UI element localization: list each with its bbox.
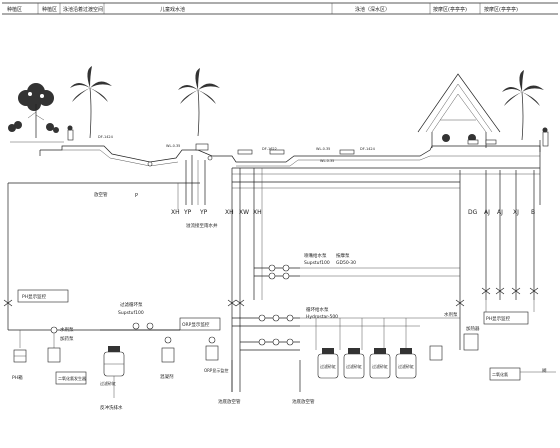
filter-tank-icon: 过滤砂缸 [395, 348, 417, 379]
chlorinator-box: 二氧化氯发生器 [55, 371, 87, 385]
pump-icon [132, 322, 154, 330]
orp-monitor-box: ORP显示监控 [179, 317, 221, 331]
ph-monitor-box [17, 289, 69, 303]
backwash-drain-label: 反冲洗排水 [100, 404, 123, 411]
pump-icon [258, 314, 294, 346]
doser-label: 加药泵 [60, 335, 74, 342]
bottom-right-label: 阀 [542, 367, 547, 374]
level-label: DF-1424 [98, 135, 114, 139]
filter-pump-title: 过滤循环泵 [120, 301, 143, 308]
overflow-note: 溢流接至雨水井 [186, 222, 218, 229]
ph-monitor-label: PH显示监控 [486, 315, 511, 322]
pipe-tag: AJ [497, 209, 503, 216]
filter-tank-icon: 过滤砂缸 [317, 348, 339, 379]
landscape-elevation: DF-1424 DF-1622 DF-1424 WL-0.35 WL-0.35 … [8, 66, 549, 167]
water-meter-label: 水剂泵 [60, 326, 74, 333]
filter-tank-icon: 过滤砂缸 [343, 348, 365, 379]
pool-drain-label: 池底放空管 [218, 398, 241, 405]
ph-monitor-label: PH显示监控 [22, 293, 47, 300]
heater-icon [463, 333, 479, 351]
filter-tank-label: 过滤砂缸 [346, 363, 362, 369]
pipe-tag: XW [239, 209, 249, 216]
pipe-tag: B [531, 209, 535, 216]
tank-icon [429, 345, 443, 361]
pipe-tag: XH [171, 209, 180, 216]
floor-fittings [147, 139, 497, 167]
pipe-tag: YP [183, 209, 192, 216]
pump-icon [268, 264, 290, 280]
filter-tank-label: 过滤砂缸 [372, 363, 388, 369]
statue-icon [542, 127, 549, 147]
water-meter-label: 水剂泵 [444, 311, 458, 318]
bush-tree-icon [18, 83, 54, 138]
orp-monitor-label: ORP显示监控 [182, 321, 210, 328]
right-treatment-plant: 过滤砂缸 过滤砂缸 过滤砂缸 过滤砂缸 PH显示监控 水剂泵 加热器 [317, 300, 556, 381]
ph-tank-icon [13, 349, 27, 363]
level-label: DF-1424 [360, 147, 376, 151]
drain-pipe-label: 放空管 [94, 191, 108, 198]
sensor-icon [205, 336, 219, 361]
palm-tree-icon [502, 70, 544, 141]
chlorinator-label: 二氧化氯 [492, 371, 508, 377]
zone-label: 泳池沿着过渡空间 [63, 6, 103, 13]
chlorinator-box: 二氧化氯 [489, 367, 521, 381]
filter-pump-model: Supstuf100 [118, 310, 144, 316]
pipe-tag: DG [468, 209, 478, 216]
pipe-tag: XH [253, 209, 262, 216]
filter-tank-label: 过滤砂缸 [398, 363, 414, 369]
water-level-label: WL-0.35 [320, 159, 334, 163]
upper-pipe-network: 放空管 P 溢流接至雨水井 XH YP YP XH XW XH DG AJ AJ [7, 140, 541, 392]
filter-tank-icon [103, 346, 125, 377]
shrub-icon [8, 121, 59, 133]
pump-manifolds: 喷嘴给水泵 Supstuf100 按摩泵 GD50-30 循环给水泵 Hydro… [218, 252, 460, 405]
massage-pump-model: GD50-30 [336, 260, 356, 266]
palm-tree-icon [178, 68, 220, 137]
jet-pump-title: 喷嘴给水泵 [304, 252, 327, 259]
pipe-tag: XH [225, 209, 234, 216]
pipe-tag: AJ [484, 209, 490, 216]
water-level-label: WL-0.35 [316, 147, 330, 151]
zone-label: 种植区 [7, 6, 22, 13]
ph-monitor-box [483, 311, 529, 325]
water-level-label: WL-0.35 [166, 144, 180, 148]
pipe-tag: YP [199, 209, 208, 216]
mix-tank-label: 混凝剂 [160, 373, 174, 380]
circ-pump-title: 循环给水泵 [306, 306, 329, 313]
doser-icon [50, 326, 58, 348]
massage-pump-title: 按摩泵 [336, 252, 350, 259]
pool-section-outline [40, 145, 541, 163]
zone-label: 按摩区(亭亭亭) [484, 6, 518, 13]
circ-pump-model: Hydrostar-500 [306, 314, 338, 320]
jet-pump-model: Supstuf100 [304, 260, 330, 266]
heater-label: 加热器 [466, 325, 480, 332]
filter-tank-icon: 过滤砂缸 [369, 348, 391, 379]
zone-label: 泳池（深水区） [355, 6, 390, 13]
filter-tank-label: 过滤砂缸 [320, 363, 336, 369]
left-treatment-plant: PH显示监控 PH箱 水剂泵 加药泵 二氧化氯发生器 过滤循环泵 Supstuf… [12, 289, 228, 411]
zone-label: 种植区 [42, 6, 57, 13]
valve-icons [3, 287, 539, 307]
statue-icon [67, 125, 74, 141]
palm-tree-icon [70, 66, 112, 139]
pipe-tag: XJ [513, 209, 519, 216]
chlorinator-label: 二氧化氯发生器 [58, 375, 86, 381]
zone-label: 按摩区(亭亭亭) [433, 6, 467, 13]
orp-tank-icon [161, 336, 175, 363]
level-label: DF-1622 [262, 147, 277, 151]
level-notes: DF-1424 DF-1622 DF-1424 WL-0.35 WL-0.35 … [98, 135, 376, 163]
zone-header: 种植区 种植区 泳池沿着过渡空间 儿童戏水池 泳池（深水区） 按摩区(亭亭亭) … [2, 2, 558, 15]
ph-tank-label: PH箱 [12, 374, 23, 381]
tank-icon [47, 347, 61, 363]
pavilion-icon [417, 73, 501, 148]
p-mark: P [135, 193, 138, 199]
filter-tank-label: 过滤砂缸 [100, 380, 116, 386]
orp-tank-label: ORP显示监控 [204, 367, 228, 373]
zone-label: 儿童戏水池 [160, 6, 185, 13]
pool-drain-label: 池底放空管 [292, 398, 315, 405]
